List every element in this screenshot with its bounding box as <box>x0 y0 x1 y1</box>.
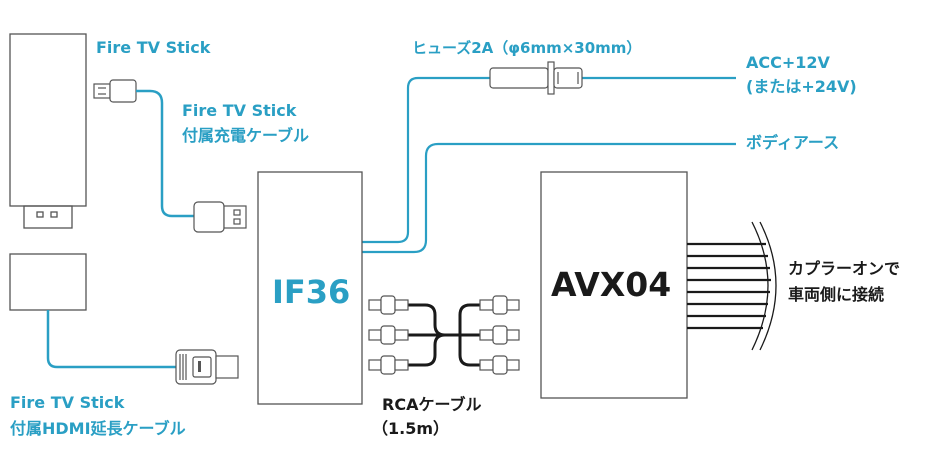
fire-tv-stick-label: Fire TV Stick <box>96 38 211 57</box>
cut-marks <box>751 221 777 351</box>
power-cable-label-line2: 付属充電ケーブル <box>182 126 310 145</box>
fire-tv-stick-device <box>9 33 87 229</box>
coupler-label-line1: カプラーオンで <box>788 259 901 278</box>
rca-cables <box>408 303 480 367</box>
hdmi-cable-label-line1: Fire TV Stick <box>10 393 125 412</box>
avx04-output-wires <box>687 242 771 330</box>
avx04-box <box>540 171 688 399</box>
ground-label: ボディアース <box>746 133 840 152</box>
fuse-label: ヒューズ2A（φ6mm×30mm） <box>412 39 642 57</box>
rca-plugs-right <box>479 295 520 375</box>
if36-box <box>257 171 363 405</box>
rca-cable-label-line1: RCAケーブル <box>382 395 482 414</box>
hdmi-cable <box>46 310 178 369</box>
rca-plugs-left <box>368 295 409 375</box>
acc-label-line1: ACC+12V <box>746 53 830 72</box>
if36-label: IF36 <box>272 273 351 311</box>
fuse-holder <box>489 61 583 95</box>
hdmi-cable-label-line2: 付属HDMI延長ケーブル <box>10 419 186 438</box>
usb-a-plug <box>193 201 247 233</box>
ground-wire <box>362 142 736 254</box>
power-wire <box>362 76 490 244</box>
hdmi-dongle <box>9 253 87 311</box>
micro-usb-connector <box>93 79 137 103</box>
avx04-label: AVX04 <box>551 265 672 304</box>
hdmi-plug <box>175 349 239 385</box>
coupler-label-line2: 車両側に接続 <box>788 285 885 304</box>
power-cable <box>136 89 196 218</box>
acc-label-line2: (または+24V) <box>746 77 857 96</box>
rca-cable-label-line2: （1.5m） <box>372 419 450 438</box>
power-cable-label-line1: Fire TV Stick <box>182 101 297 120</box>
